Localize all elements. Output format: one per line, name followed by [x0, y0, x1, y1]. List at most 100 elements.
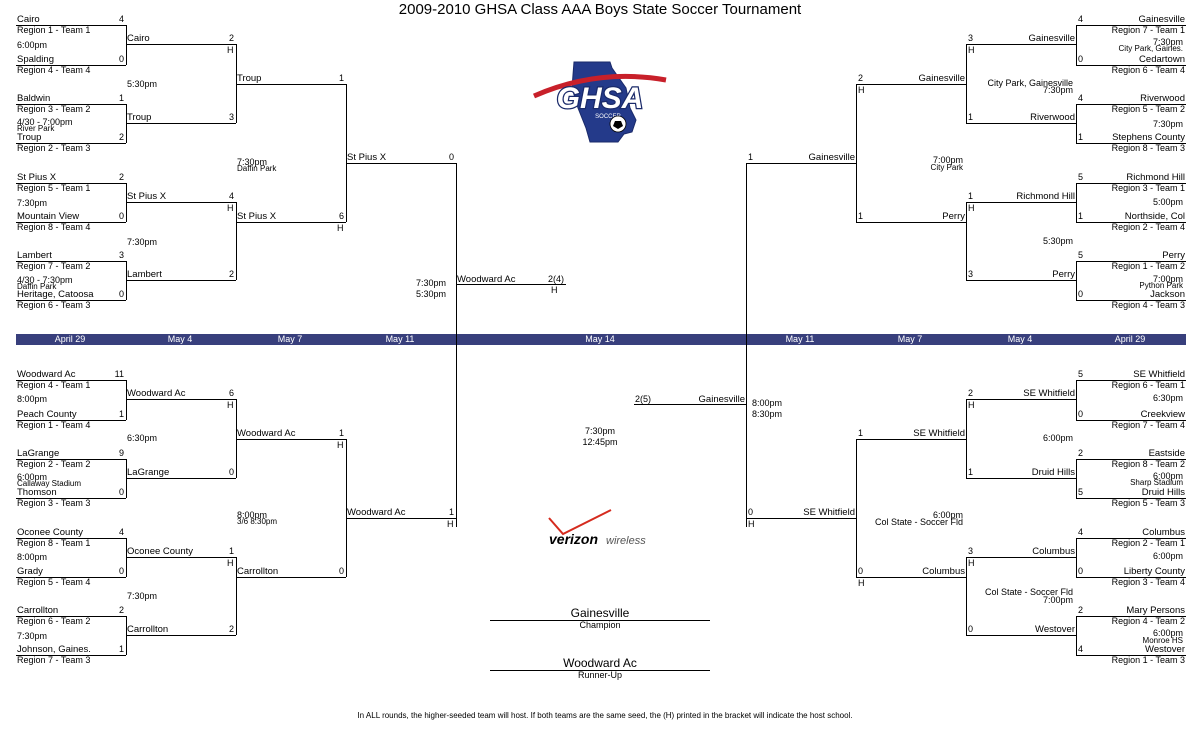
ghsa-logo: GHSA SOCCER [532, 61, 667, 143]
bracket-line [966, 399, 1076, 400]
bracket-line [16, 65, 126, 66]
team-seed: Region 3 - Team 1 [1111, 183, 1185, 193]
team-name: Riverwood [1140, 93, 1185, 104]
team-name: Carrollton [237, 566, 279, 577]
host-marker: H [968, 558, 975, 568]
team-score: 4 [1078, 527, 1084, 537]
game-venue: Col State - Soccer Fld [874, 517, 963, 527]
team-name: Richmond Hill [1126, 172, 1185, 183]
team-seed: Region 3 - Team 4 [1111, 577, 1185, 587]
bracket-line [856, 577, 966, 578]
game-time: 7:30pm [1152, 37, 1183, 47]
date-label: May 4 [167, 334, 193, 344]
host-marker: H [551, 285, 558, 295]
footnote: In ALL rounds, the higher-seeded team wi… [357, 711, 853, 720]
game-venue: Callaway Stadium [17, 479, 82, 488]
bracket-line [126, 635, 236, 636]
team-name: Troup [17, 132, 42, 143]
team-score: 0 [858, 566, 864, 576]
bracket-line [1076, 420, 1186, 421]
bracket-line [966, 44, 1076, 45]
team-score: 3 [968, 269, 974, 279]
team-seed: Region 5 - Team 1 [17, 183, 91, 193]
bracket-line [1076, 616, 1077, 655]
bracket-line [1076, 261, 1077, 300]
game-time: 7:30pm [127, 237, 158, 247]
game-time: 12:45pm [582, 437, 618, 447]
bracket-line [126, 123, 236, 124]
team-name: Carrollton [17, 605, 59, 616]
team-score: 0 [228, 467, 234, 477]
team-seed: Region 8 - Team 1 [17, 538, 91, 548]
team-score: 6 [338, 211, 344, 221]
bracket-line [236, 399, 237, 478]
team-name: Cairo [17, 14, 40, 25]
team-name: Thomson [17, 487, 57, 498]
host-marker: H [968, 45, 975, 55]
team-name: Westover [1145, 644, 1185, 655]
bracket-line [126, 202, 236, 203]
game-venue: Python Park [1139, 281, 1183, 290]
final-team-left: Woodward Ac [457, 274, 516, 285]
team-score: 1 [858, 211, 864, 221]
team-name: Stephens County [1112, 132, 1185, 143]
bracket-line [126, 25, 127, 65]
team-score: 2 [968, 388, 974, 398]
bracket-line [1076, 104, 1077, 143]
team-score: 5 [1078, 250, 1084, 260]
bracket-line [16, 300, 126, 301]
bracket-line [1076, 25, 1077, 65]
team-score: 0 [118, 487, 124, 497]
bracket-line [1076, 222, 1186, 223]
bracket-line [634, 404, 746, 405]
team-name: Riverwood [1030, 112, 1075, 123]
bracket-line [236, 439, 346, 440]
team-score: 2 [1078, 448, 1084, 458]
team-score: 4 [1078, 93, 1084, 103]
team-seed: Region 1 - Team 3 [1111, 655, 1185, 665]
team-score: 0 [1078, 566, 1084, 576]
team-name: Cairo [127, 33, 150, 44]
bracket-line [16, 616, 126, 617]
date-label: May 11 [385, 334, 415, 344]
team-score: 3 [968, 546, 974, 556]
bracket-line [16, 577, 126, 578]
soccer-ball-patch [613, 121, 623, 129]
team-name: Spalding [17, 54, 54, 65]
bracket-line [856, 84, 966, 85]
team-score: 2 [228, 33, 234, 43]
bracket-line [236, 44, 237, 123]
team-seed: Region 2 - Team 1 [1111, 538, 1185, 548]
team-seed: Region 4 - Team 2 [1111, 616, 1185, 626]
game-time: 4/30 - 7:30pm [17, 275, 73, 285]
team-score: 1 [968, 112, 974, 122]
runnerup-label: Runner-Up [577, 670, 623, 680]
game-time: 6:00pm [1152, 628, 1183, 638]
team-score: 2 [118, 132, 124, 142]
team-seed: Region 6 - Team 2 [17, 616, 91, 626]
host-marker: H [858, 85, 865, 95]
team-name: Woodward Ac [127, 388, 186, 399]
host-marker: H [748, 519, 755, 529]
host-marker: H [227, 558, 234, 568]
team-score: 11 [114, 369, 124, 379]
team-seed: Region 6 - Team 3 [17, 300, 91, 310]
team-name: Perry [942, 211, 965, 222]
game-time: 7:30pm [1152, 119, 1183, 129]
team-name: Northside, Col [1124, 211, 1185, 222]
team-score: 3 [118, 250, 124, 260]
team-seed: Region 6 - Team 4 [1111, 65, 1185, 75]
team-seed: Region 1 - Team 4 [17, 420, 91, 430]
team-seed: Region 1 - Team 2 [1111, 261, 1185, 271]
game-venue: Col State - Soccer Fld [984, 587, 1073, 597]
team-seed: Region 2 - Team 2 [17, 459, 91, 469]
final-team-right: Gainesville [698, 394, 745, 405]
bracket-line [1076, 459, 1186, 460]
team-name: SE Whitfield [1133, 369, 1185, 380]
team-score: 0 [1078, 409, 1084, 419]
bracket-line [1076, 104, 1186, 105]
team-score: 0 [968, 624, 974, 634]
host-marker: H [227, 45, 234, 55]
team-score: 2 [118, 172, 124, 182]
team-name: Columbus [1142, 527, 1185, 538]
